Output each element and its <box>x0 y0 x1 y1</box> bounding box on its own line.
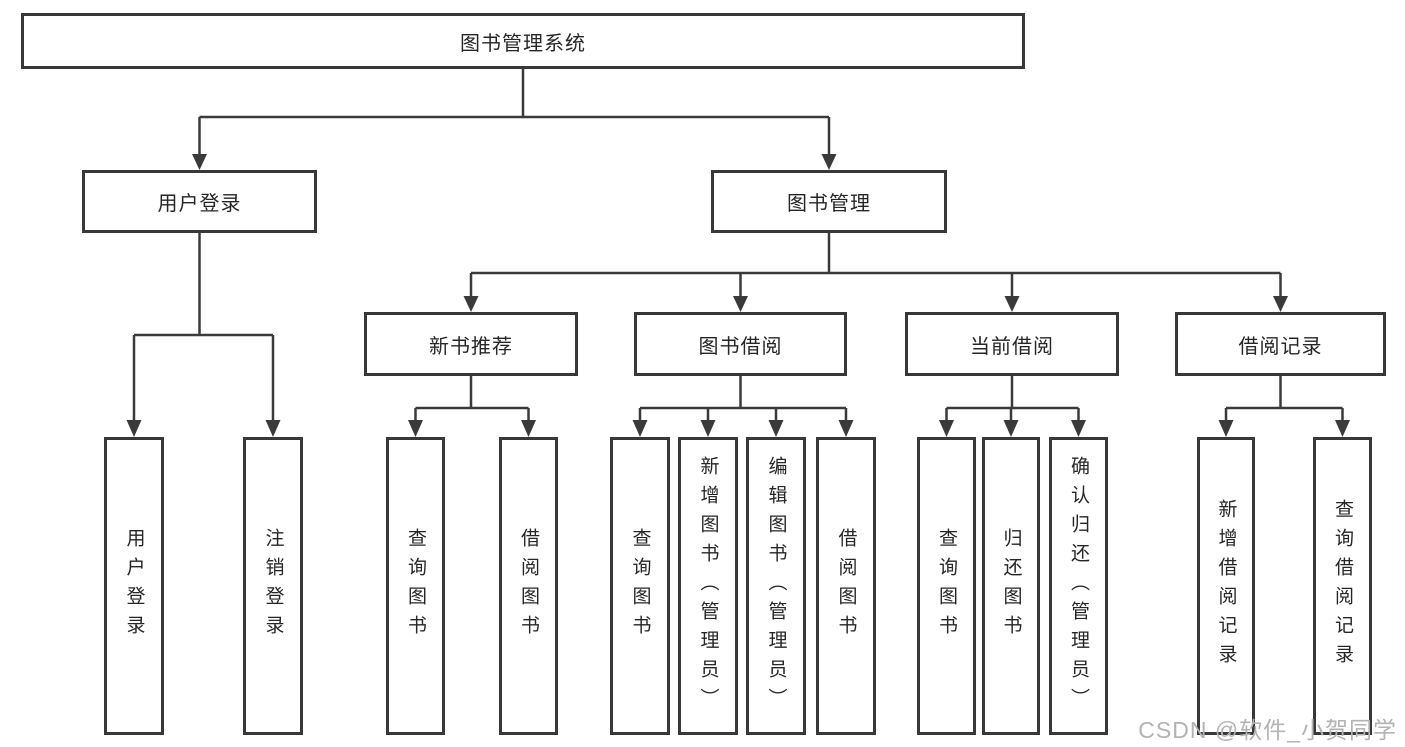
connector-book-management-children <box>463 233 1288 312</box>
csdn-watermark: CSDN @软件_小贺同学 <box>1138 717 1397 743</box>
node-current-borrow: 当前借阅 <box>905 312 1119 376</box>
leaf-logout: 注销登录 <box>243 437 303 735</box>
leaf-query-books-current: 查询图书 <box>917 437 976 735</box>
leaf-add-books-admin: 新增图书（管理员） <box>678 437 738 735</box>
connector-user-login-children <box>126 233 281 437</box>
leaf-add-borrow-record: 新增借阅记录 <box>1197 437 1255 735</box>
leaf-query-books-recommend: 查询图书 <box>386 437 445 735</box>
connector-borrow-records-children <box>1218 376 1350 437</box>
leaf-return-books: 归还图书 <box>982 437 1040 735</box>
leaf-borrow-books-recommend: 借阅图书 <box>499 437 558 735</box>
leaf-borrow-books: 借阅图书 <box>816 437 876 735</box>
node-borrow-records: 借阅记录 <box>1175 312 1386 376</box>
connector-new-book-recommend-children <box>408 376 536 437</box>
connector-book-borrow-children <box>632 376 854 437</box>
leaf-edit-books-admin: 编辑图书（管理员） <box>746 437 806 735</box>
node-user-login: 用户登录 <box>82 170 317 233</box>
connector-root-to-level2 <box>192 69 837 170</box>
node-book-borrow: 图书借阅 <box>634 312 847 376</box>
leaf-user-login: 用户登录 <box>104 437 164 735</box>
connector-current-borrow-children <box>939 376 1086 437</box>
node-book-management: 图书管理 <box>711 170 947 233</box>
leaf-query-books-borrow: 查询图书 <box>610 437 670 735</box>
leaf-confirm-return-admin: 确认归还（管理员） <box>1049 437 1108 735</box>
leaf-query-borrow-record: 查询借阅记录 <box>1313 437 1372 735</box>
node-new-book-recommend: 新书推荐 <box>364 312 578 376</box>
node-library-management-system: 图书管理系统 <box>21 13 1025 69</box>
